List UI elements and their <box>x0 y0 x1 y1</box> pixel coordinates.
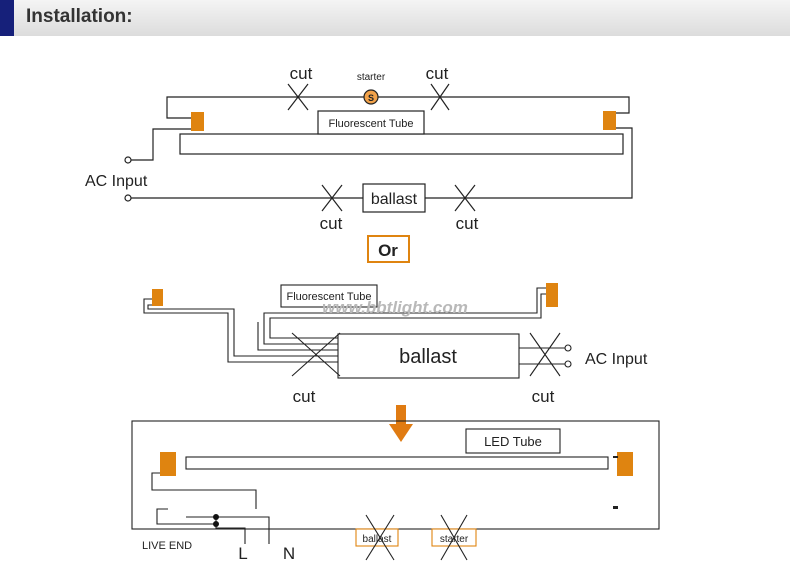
ac-input-wire-bottom <box>131 127 633 199</box>
ac-input-label: AC Input <box>85 173 148 190</box>
cut-label: cut <box>456 214 479 233</box>
removed-cross <box>365 514 395 561</box>
starter-symbol <box>363 89 379 105</box>
cut-mark <box>529 332 561 377</box>
junction-dot <box>213 521 219 527</box>
l-wire-lower <box>215 517 246 544</box>
cut-label: cut <box>320 214 343 233</box>
cut-mark <box>430 83 450 111</box>
ac-terminal-top <box>124 156 132 164</box>
ballast-label: ballast <box>371 191 418 208</box>
led-pin-left <box>160 452 176 476</box>
cut-label: cut <box>293 387 316 406</box>
tube-label: Fluorescent Tube <box>329 118 414 130</box>
down-arrow <box>389 405 413 442</box>
cut-label: cut <box>290 64 313 83</box>
header-accent-bar <box>0 0 14 36</box>
or-label: Or <box>378 241 398 260</box>
n-wire-lower <box>186 516 270 544</box>
ac-input-label: AC Input <box>585 351 648 368</box>
tube-label-box <box>317 110 425 135</box>
diagram-led-tube <box>131 420 660 561</box>
left-wire-outer <box>143 298 338 363</box>
tube-pin-right <box>546 283 558 307</box>
tube-pin-left <box>152 289 163 306</box>
ac-terminal-bottom <box>564 360 572 368</box>
tube-pin-right <box>603 111 616 130</box>
top-wire <box>166 96 630 119</box>
left-wire-inner <box>147 304 338 357</box>
cut-mark <box>321 184 343 212</box>
led-tube-body <box>185 456 609 470</box>
right-wire-inner <box>269 293 546 339</box>
cut-mark <box>287 83 309 111</box>
tube-label: Fluorescent Tube <box>287 291 372 303</box>
ballast-box <box>362 183 426 213</box>
ac-input-wires <box>519 347 566 365</box>
junction-dot <box>213 514 219 520</box>
diagram-fluorescent-starter <box>124 83 633 213</box>
starter-removed-label: starter <box>440 534 469 545</box>
cut-label: cut <box>426 64 449 83</box>
led-tube-label-box <box>465 428 561 454</box>
pin-marker <box>613 456 618 458</box>
ballast-box <box>337 333 520 379</box>
ballast-removed-label: ballast <box>363 534 392 545</box>
section-header: Installation: <box>0 0 790 36</box>
watermark-text: www.bbtlight.com <box>322 298 468 317</box>
n-wire-upper <box>151 472 257 509</box>
or-box <box>367 235 410 263</box>
section-title: Installation: <box>26 6 133 27</box>
fluorescent-tube-body <box>179 133 624 155</box>
diagram-electronic-ballast <box>143 284 572 379</box>
tube-label-box <box>280 284 378 308</box>
l-wire <box>156 508 216 525</box>
l-label: L <box>238 544 247 563</box>
led-pin-right <box>617 452 633 476</box>
ac-terminal-top <box>564 344 572 352</box>
live-end-label: LIVE END <box>142 540 192 552</box>
starter-symbol-letter: S <box>368 93 374 103</box>
ac-input-wire-top <box>131 128 192 161</box>
cut-mark <box>454 184 476 212</box>
cut-mark <box>291 332 341 377</box>
n-label: N <box>283 544 295 563</box>
removed-cross <box>440 514 468 561</box>
pin-marker <box>613 506 618 509</box>
ballast-removed-box <box>355 528 399 547</box>
cut-label: cut <box>532 387 555 406</box>
ballast-label: ballast <box>399 346 457 368</box>
starter-label: starter <box>357 72 386 83</box>
led-tube-label: LED Tube <box>484 434 542 449</box>
ac-terminal-bottom <box>124 194 132 202</box>
led-panel-frame <box>131 420 660 530</box>
right-wire-outer <box>263 287 546 345</box>
tube-pin-left <box>191 112 204 131</box>
